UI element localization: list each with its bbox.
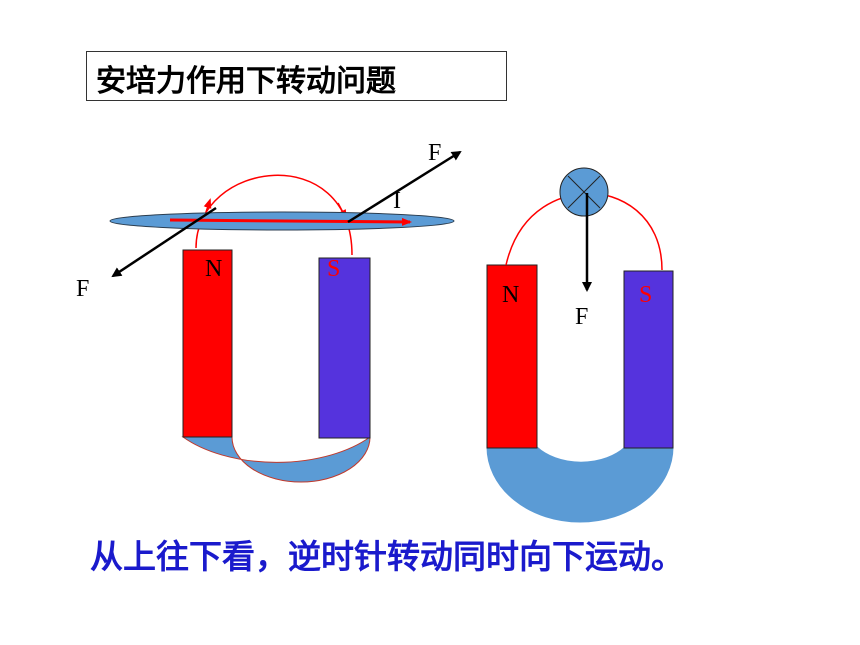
current-arrow [169,217,412,226]
current-label: I [393,188,401,214]
left-north-pole [182,249,233,438]
right-south-label: S [639,282,652,308]
right-magnet [486,264,674,523]
left-north-label: N [205,256,222,282]
left-south-label: S [327,256,340,282]
right-north-label: N [502,282,519,308]
right-north-pole [486,264,538,449]
page-title: 安培力作用下转动问题 [96,64,396,99]
title-box: 安培力作用下转动问题 [86,51,507,101]
caption: 从上往下看，逆时针转动同时向下运动。 [90,537,684,576]
left-magnet [181,249,371,483]
left-south-pole [318,257,371,439]
right-south-pole [623,270,674,449]
right-force-label: F [575,304,588,330]
force-arrow-down [111,206,217,278]
force-label-bottom: F [76,276,89,302]
force-arrow-up [347,150,462,224]
right-magnet-base [486,446,674,523]
force-label-top: F [428,140,441,166]
left-magnet-base [181,436,371,483]
current-into-page-icon [559,167,609,217]
